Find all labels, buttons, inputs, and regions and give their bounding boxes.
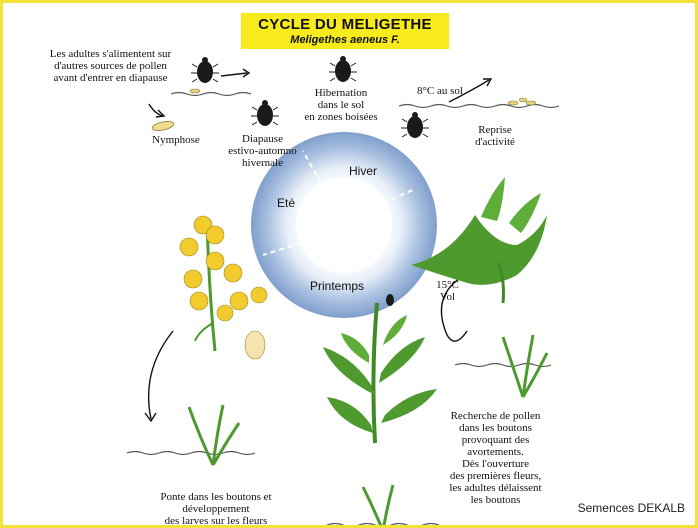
diagram-subtitle: Meligethes aeneus F. xyxy=(241,34,449,46)
beetle-on-plant-icon xyxy=(386,294,394,306)
beetle-hibernation-icon xyxy=(335,56,351,82)
beetle-adult-feeding-icon xyxy=(197,57,213,83)
diagram-title: CYCLE DU MELIGETHE xyxy=(241,16,449,33)
label-recherche-pollen: Recherche de pollen dans les boutons pro… xyxy=(433,410,558,506)
title-banner: CYCLE DU MELIGETHE Meligethes aeneus F. xyxy=(241,13,449,49)
season-ete: Eté xyxy=(277,196,295,210)
label-ponte: Ponte dans les boutons et développement … xyxy=(141,491,291,527)
label-8c: 8°C au sol xyxy=(405,85,475,97)
season-printemps: Printemps xyxy=(310,279,364,293)
label-nymphose: Nymphose xyxy=(141,134,211,146)
beetle-diapause-icon xyxy=(257,100,273,126)
credit-label: Semences DEKALB xyxy=(578,501,685,515)
beetle-reprise-icon xyxy=(407,112,423,138)
label-adults-feed: Les adultes s'alimentent sur d'autres so… xyxy=(23,48,198,84)
budding-plant xyxy=(323,303,437,443)
label-hibernation: Hibernation dans le sol en zones boisées xyxy=(291,87,391,123)
label-reprise: Reprise d'activité xyxy=(455,124,535,148)
season-hiver: Hiver xyxy=(349,164,377,178)
label-diapause: Diapause estivo-automno hivernale xyxy=(215,133,310,169)
label-15c-vol: 15°C Vol xyxy=(425,279,470,303)
nymph-icon xyxy=(151,120,174,132)
